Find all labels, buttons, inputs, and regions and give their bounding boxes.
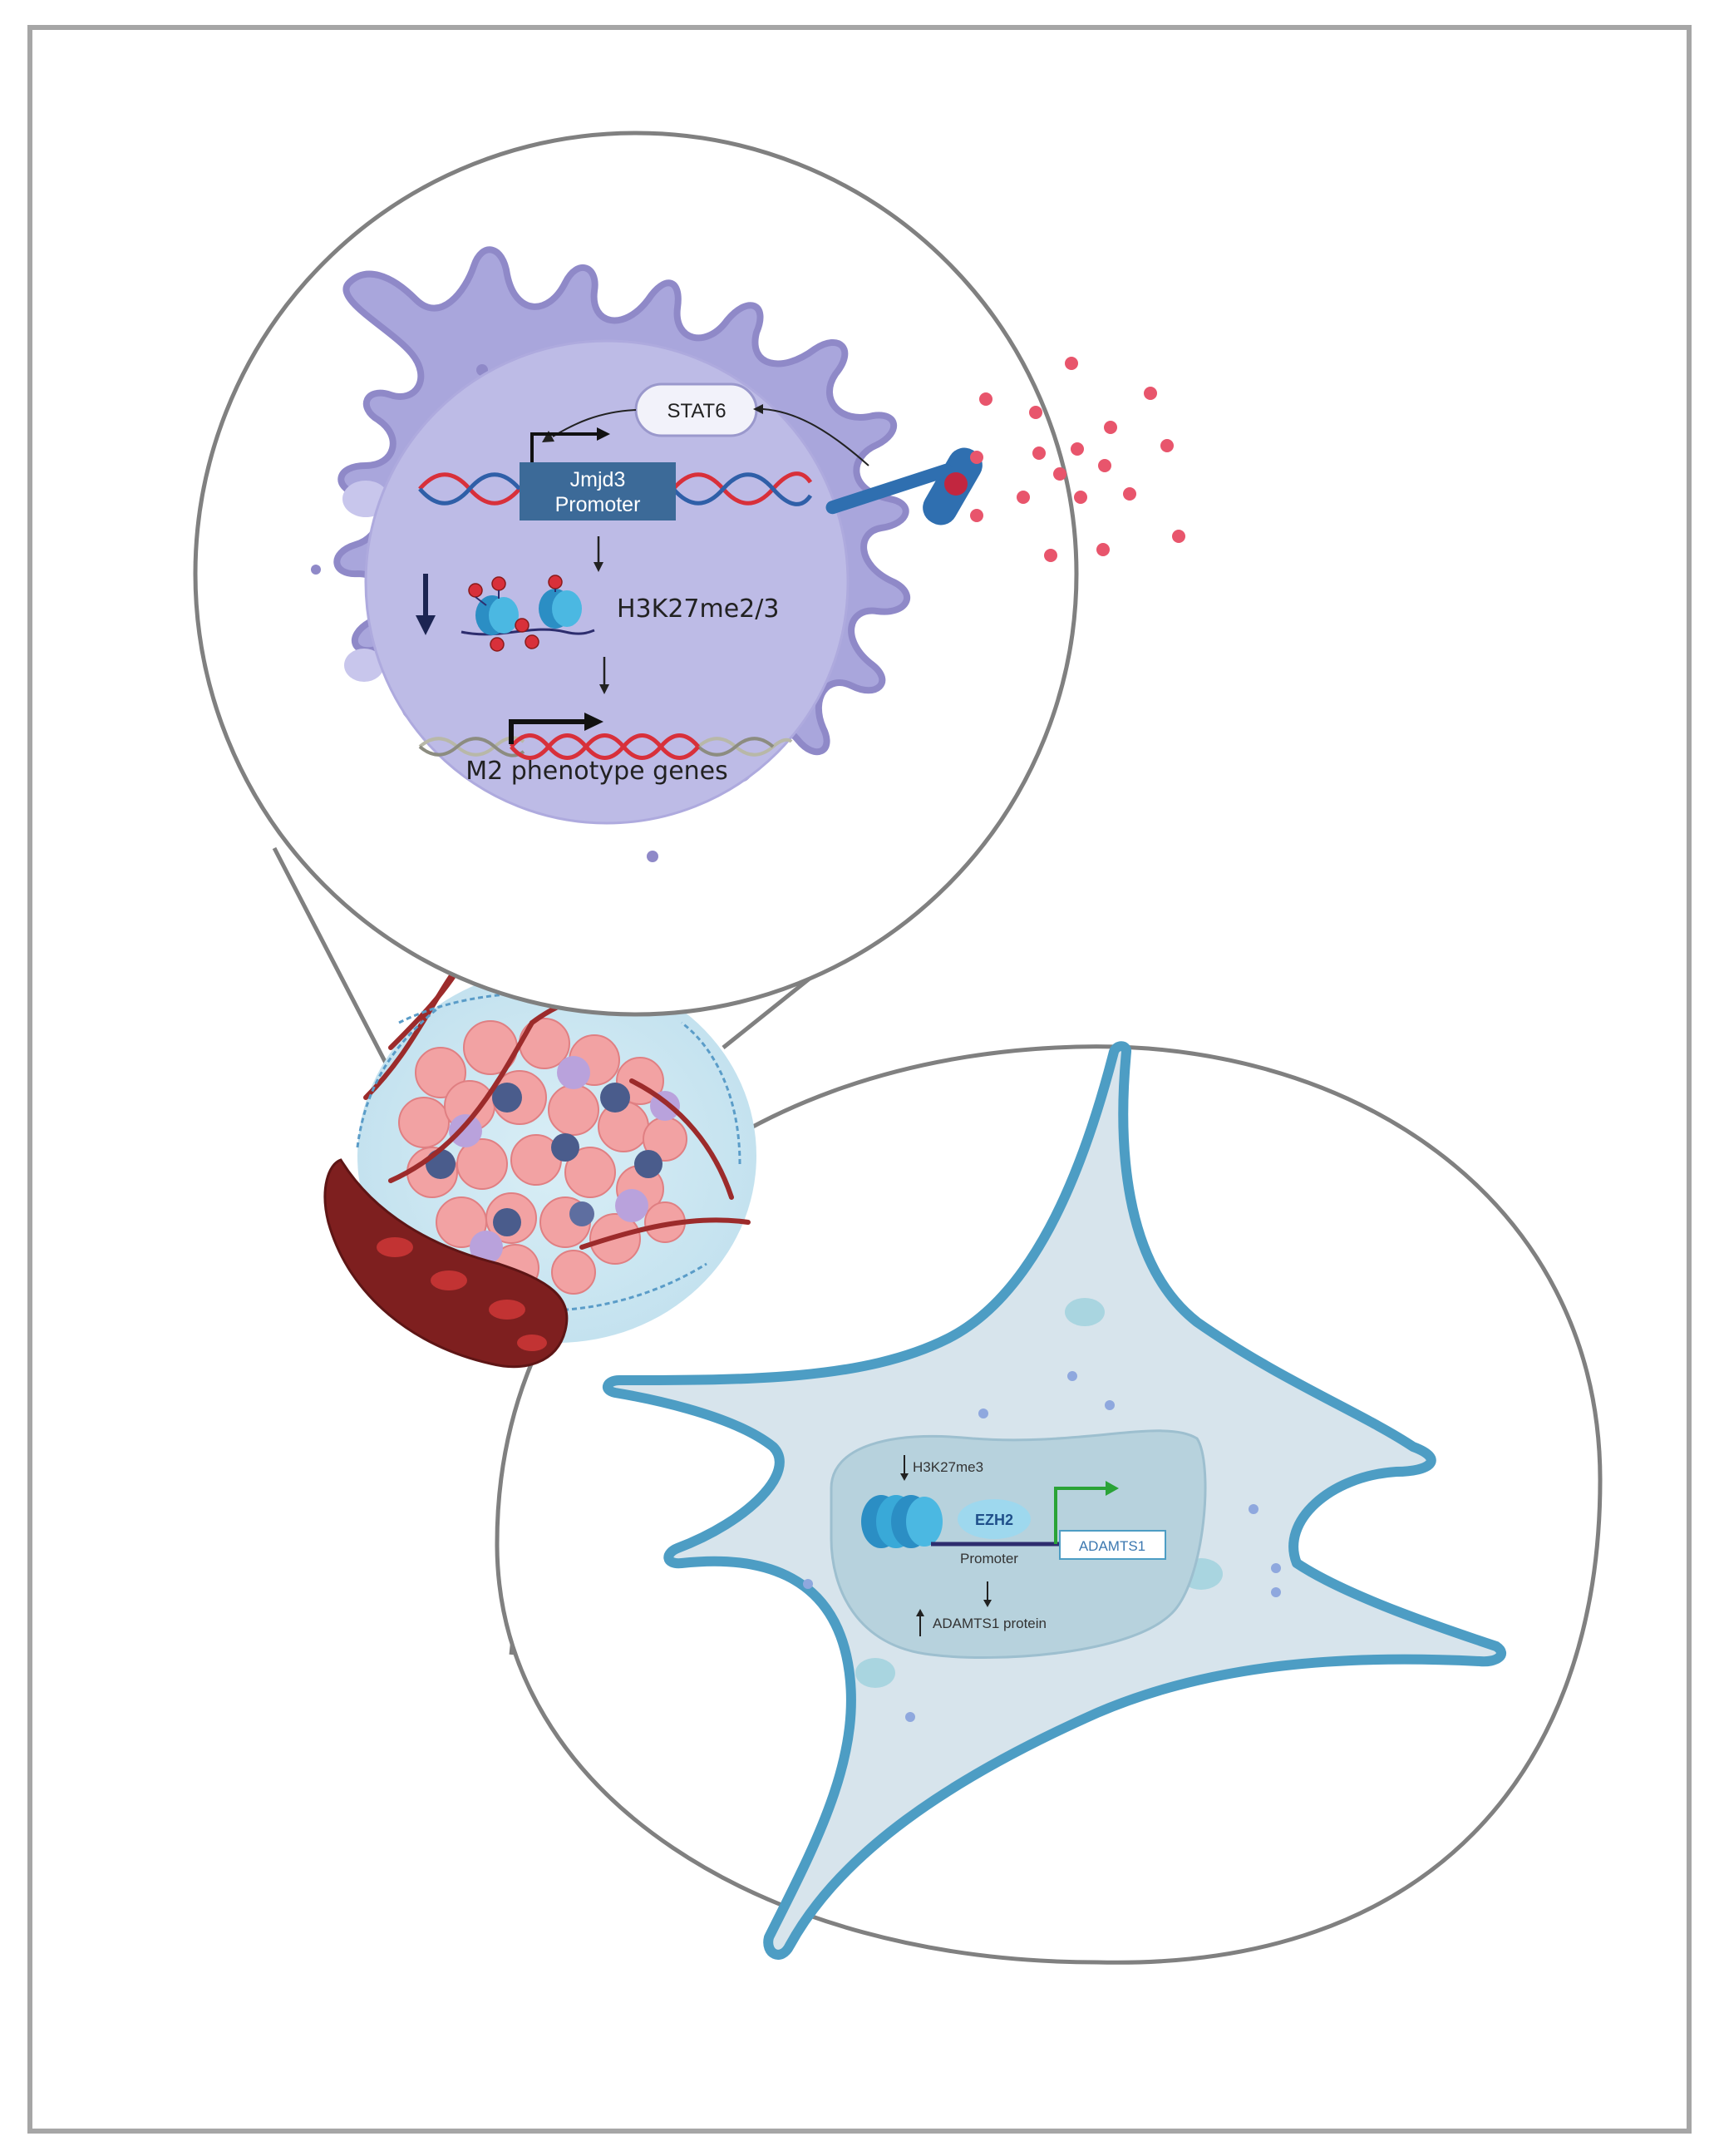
fibroblast-zoom: EZH2 Promoter ADAMTS1 H3K27me3 ADAMTS1 p… [495,1041,1603,1965]
macrophage-nucleus [364,339,850,825]
ezh2-label: EZH2 [975,1512,1013,1528]
granules [803,1371,1281,1722]
adamts1-gene-label: ADAMTS1 [1079,1538,1145,1554]
tss-arrowhead [597,427,610,441]
up-arrow-head [916,1609,924,1616]
fibroblast-h3k27me3-label: H3K27me3 [913,1459,983,1475]
jmjd3-label: Jmjd3 [570,468,626,491]
dna-helix-top [418,471,813,506]
vesicle [1065,1298,1105,1326]
fibroblast-promoter-label: Promoter [960,1551,1018,1566]
ezh2-blob [958,1499,1031,1539]
m2-gene-helix [510,733,700,760]
promoter-label: Promoter [555,493,641,516]
adamts1-protein-label: ADAMTS1 protein [933,1616,1047,1631]
down-arrow-head [900,1473,909,1481]
m2-genes-label: M2 phenotype genes [465,757,728,786]
nucleosome-icon [861,1495,943,1548]
tss-arrowhead [584,713,603,731]
dna-helix-bottom [418,736,793,757]
tss-arrow-icon [509,719,586,744]
receptor-to-stat6-arrow [762,408,869,466]
adamts1-gene-box [1059,1530,1166,1560]
arrowhead [542,431,554,442]
down-arrow-head [594,562,603,572]
ligand-dot-icon [970,357,1185,562]
macrophage-h3k27-label: H3K27me2/3 [617,595,779,624]
vesicle [855,1658,895,1688]
jmjd3-promoter-box [520,462,676,520]
tumor-tissue-icon [347,954,756,1343]
stat6-label: STAT6 [667,400,726,422]
down-arrow-head [599,684,609,694]
gene-arrow-icon [1054,1487,1106,1544]
vesicle [344,649,384,682]
macrophage-zoom: STAT6 Jmjd3 Promoter [193,131,1185,1017]
blood-vessel-icon [323,1158,569,1369]
tss-arrow-icon [530,432,598,462]
receptor-icon [825,447,983,525]
nucleosome-icon [461,575,595,652]
arrowhead [753,404,763,414]
gene-arrowhead [1106,1481,1119,1496]
decrease-arrow-head [416,615,436,635]
down-arrow-head [983,1600,992,1607]
